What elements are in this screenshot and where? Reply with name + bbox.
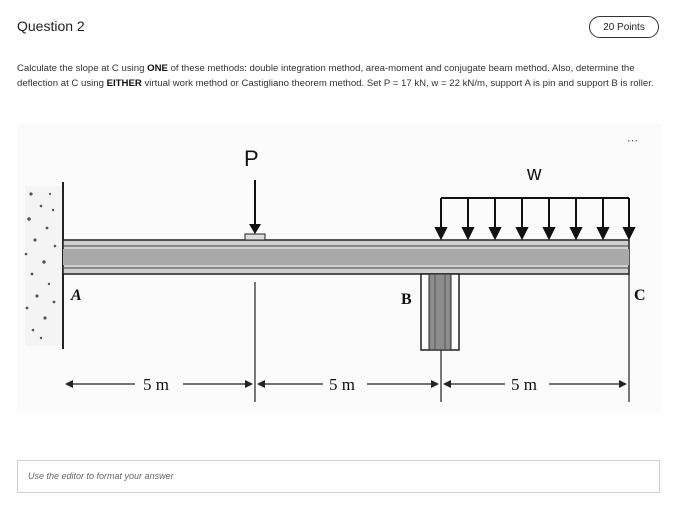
support-b-label: B	[401, 291, 412, 308]
point-load-arrow	[244, 180, 266, 241]
question-title: Question 2	[17, 18, 85, 34]
dimension-lines	[67, 274, 630, 402]
dimension-label: 5 m	[329, 375, 355, 394]
dimension-arrows	[65, 380, 627, 388]
question-text-emphasis: ONE	[147, 63, 168, 74]
fixed-wall	[24, 182, 64, 349]
question-text-part: Calculate the slope at C using	[17, 63, 148, 74]
distributed-load-arrows	[434, 197, 636, 241]
question-text-part: of these methods: double integration met…	[17, 63, 635, 89]
answer-editor[interactable]: Use the editor to format your answer	[17, 460, 660, 493]
points-badge: 20 Points	[589, 16, 659, 38]
question-text-emphasis: EITHER	[106, 77, 142, 89]
beam-figure: P w B A C	[17, 124, 662, 414]
answer-placeholder: Use the editor to format your answer	[28, 471, 174, 481]
support-a-label: A	[70, 287, 82, 304]
dimension-label: 5 m	[143, 375, 169, 394]
question-text: Calculate the slope at C using ONE of th…	[17, 62, 662, 91]
roller-support	[420, 273, 460, 351]
load-w-label: w	[526, 163, 542, 185]
point-c-label: C	[634, 287, 646, 304]
dimension-label: 5 m	[511, 375, 537, 394]
ellipsis-icon[interactable]: ⋯	[627, 135, 639, 147]
beam-diagram: P w B A C	[24, 146, 646, 402]
load-p-label: P	[244, 146, 259, 171]
beam	[62, 239, 630, 275]
question-text-part: virtual work method or Castigliano theor…	[141, 77, 654, 89]
